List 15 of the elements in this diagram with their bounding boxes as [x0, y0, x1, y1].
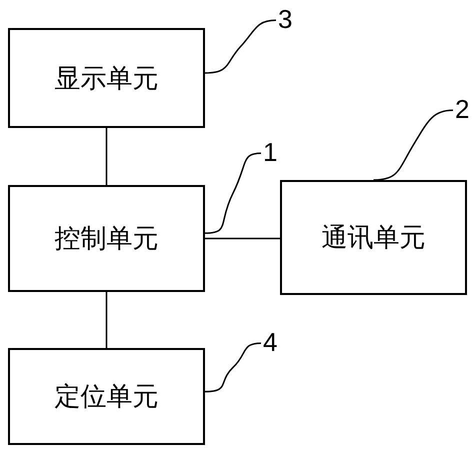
- unit-box: 定位单元: [8, 348, 205, 445]
- leader-line: [204, 20, 276, 74]
- leader-line: [373, 110, 454, 181]
- callout-number: 2: [455, 96, 470, 122]
- leader-line: [204, 342, 262, 392]
- connector-line: [106, 292, 108, 348]
- callout-number: 4: [263, 329, 278, 355]
- callout-number: 1: [263, 139, 278, 165]
- unit-box: 显示单元: [8, 28, 205, 128]
- connector-line: [106, 128, 108, 185]
- unit-box: 控制单元: [8, 185, 205, 292]
- leader-line: [204, 152, 262, 234]
- connector-line: [205, 238, 280, 240]
- unit-box: 通讯单元: [280, 180, 467, 295]
- callout-number: 3: [278, 6, 292, 32]
